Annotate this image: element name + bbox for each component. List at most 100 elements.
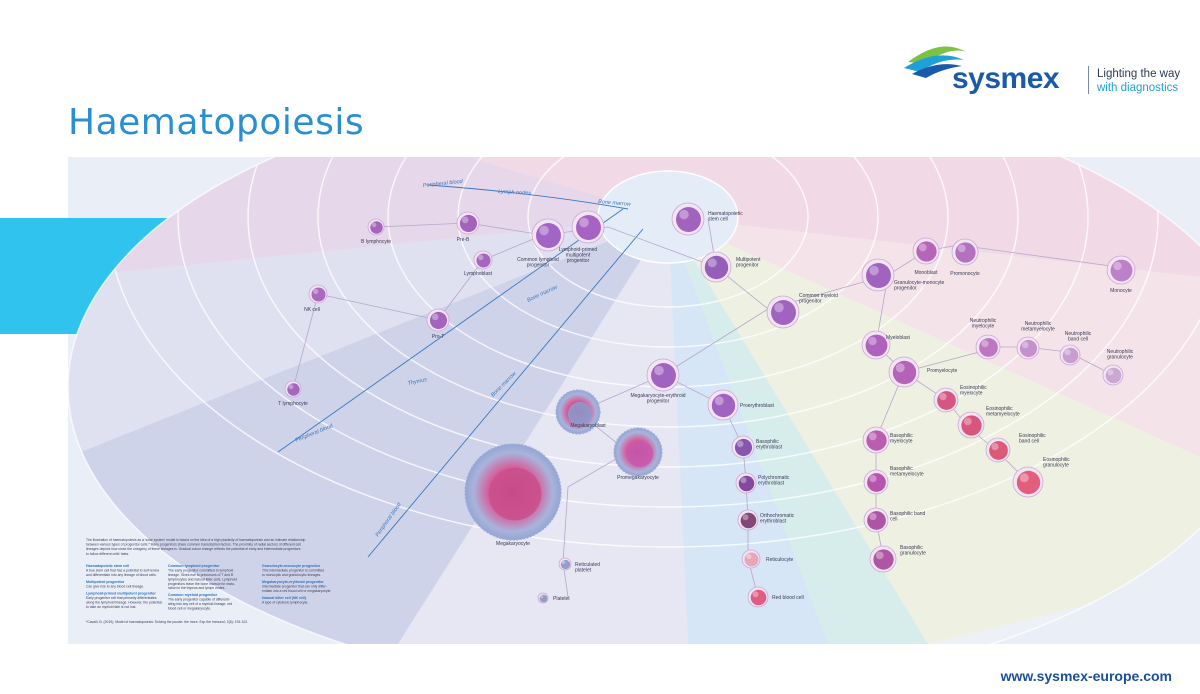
brand-tagline-line1: Lighting the way	[1097, 68, 1180, 80]
legend-definition: and differentiate into any lineage of bl…	[86, 573, 157, 577]
cell-nucleus-pmk	[627, 441, 653, 467]
legend-term: Multipotent progenitor	[86, 580, 125, 584]
legend-definition: ration in the thymus and lymph nodes.	[168, 586, 225, 590]
haematopoiesis-diagram: Peripheral bloodLymph nodesBone marrowBo…	[68, 157, 1200, 644]
cell-label-bery: Basophilicerythroblast	[756, 439, 783, 451]
legend-term: Natural killer cell (NK cell)	[262, 596, 307, 600]
cell-highlight-gmp	[869, 266, 879, 276]
cell-nucleus-nk	[311, 287, 325, 301]
legend-term: Common myeloid progenitor	[168, 593, 218, 597]
cell-rpl	[559, 558, 571, 570]
cell-hsc	[672, 203, 704, 235]
cell-label-bl: B lymphocyte	[361, 239, 391, 245]
cell-bbc	[864, 508, 888, 532]
cell-mep	[647, 359, 679, 391]
cell-highlight-preb	[462, 217, 469, 224]
legend-definition: Intermediate progenitor that can only di…	[262, 585, 327, 589]
cell-nucleus-bbc	[867, 511, 886, 530]
legend-definition: entiate into a red blood cell or megakar…	[262, 589, 331, 593]
cell-nucleus-bgr	[873, 549, 893, 569]
cell-nucleus-clp	[536, 223, 561, 248]
cell-preb	[457, 212, 479, 234]
cell-label-nk: NK cell	[304, 307, 320, 313]
legend-intro-line: The illustration of haematopoiesis as a …	[86, 538, 305, 542]
legend-definition: A true stem cell that has a potential to…	[86, 569, 160, 573]
cell-highlight-cmp	[774, 303, 784, 313]
cell-highlight-nbc	[1065, 349, 1071, 355]
legend-definition: to monocytic and granulocytic lineages.	[262, 573, 321, 577]
legend-term: Megakaryocyte-erythroid progenitor	[262, 580, 324, 584]
cell-nucleus-nme	[1020, 340, 1037, 357]
cell-highlight-prot	[432, 314, 439, 321]
cell-mono	[1107, 256, 1135, 284]
cell-label-rbc: Red blood cell	[772, 595, 804, 601]
footer-url[interactable]: www.sysmex-europe.com	[1001, 668, 1172, 684]
cell-label-pmn: Promonocyte	[950, 271, 980, 277]
cell-highlight-mep	[654, 366, 664, 376]
cell-nucleus-nmy	[979, 338, 998, 357]
cell-prm	[889, 357, 919, 387]
cell-nucleus-mep	[651, 363, 676, 388]
cell-highlight-eme	[964, 417, 972, 425]
cell-highlight-oery	[743, 514, 749, 520]
cell-highlight-plt	[540, 595, 543, 598]
cell-emy	[934, 388, 958, 412]
cell-highlight-bery	[737, 441, 744, 448]
cell-label-tl: T lymphocyte	[278, 401, 308, 407]
cell-bme	[864, 470, 888, 494]
cell-nucleus-pmn	[955, 242, 975, 262]
solar-system-background	[68, 157, 1200, 644]
cell-highlight-bl	[372, 222, 377, 227]
cell-label-myb: Myeloblast	[886, 335, 911, 341]
legend-definition: to take an myeloid fate is not lost.	[86, 605, 136, 609]
legend-definition: progenitors leave the bone marrow for ma…	[168, 582, 235, 586]
cell-highlight-myb	[868, 337, 876, 345]
cell-nucleus-egr	[1017, 471, 1040, 494]
cell-highlight-ret	[746, 554, 751, 559]
cell-nucleus-mono	[1111, 260, 1133, 282]
cell-nucleus-tl	[287, 383, 299, 395]
cell-highlight-pery	[741, 477, 747, 483]
cell-label-pre: Proerythroblast	[740, 403, 775, 409]
cell-mk	[465, 444, 561, 540]
cell-rbc	[748, 587, 768, 607]
cell-nucleus-pre	[712, 394, 735, 417]
legend-definition: The early progenitor capable of differen…	[168, 598, 230, 602]
cell-gmp	[862, 259, 894, 291]
cell-mpp	[701, 252, 731, 282]
cell-pre	[708, 390, 738, 420]
cell-nucleus-mpp	[705, 256, 728, 279]
legend-definition: A type of cytotoxic lymphocyte.	[262, 600, 308, 604]
cell-plt	[538, 593, 548, 603]
cell-nucleus-bl	[370, 221, 382, 233]
cell-highlight-egr	[1020, 473, 1029, 482]
legend-term: Granulocyte-monocyte progenitor	[262, 564, 321, 568]
cell-cmp	[767, 296, 799, 328]
cell-label-pmk: Promegakaryocyte	[617, 475, 659, 481]
cell-highlight-ngr	[1108, 369, 1114, 375]
cell-pmn	[952, 239, 978, 265]
page-title: Haematopoiesis	[68, 102, 364, 143]
cell-lb	[474, 251, 492, 269]
cell-label-plt: Platelet	[553, 596, 570, 602]
cell-highlight-lb	[478, 255, 483, 260]
cell-nucleus-mk	[489, 468, 542, 521]
cell-highlight-bgr	[876, 551, 884, 559]
cell-nucleus-myb	[866, 335, 888, 357]
cell-egr	[1013, 467, 1043, 497]
cell-highlight-bme	[869, 475, 876, 482]
cell-nucleus-cmp	[771, 300, 796, 325]
legend-intro-line: to follow different cells' fates.	[86, 552, 129, 556]
cell-prot	[427, 309, 449, 331]
cell-label-preb: Pre-B	[457, 237, 470, 243]
cell-highlight-nk	[313, 289, 318, 294]
legend-term: Common lymphoid progenitor	[168, 564, 220, 568]
cell-highlight-nme	[1022, 342, 1029, 349]
cell-highlight-rpl	[562, 561, 566, 565]
cell-highlight-hsc	[679, 210, 689, 220]
cell-label-mkb: Megakaryoblast	[570, 423, 606, 429]
cell-highlight-ebc	[991, 443, 998, 450]
legend-definition: blood cell or megakaryocyte.	[168, 607, 211, 611]
cell-nbc	[1060, 345, 1080, 365]
